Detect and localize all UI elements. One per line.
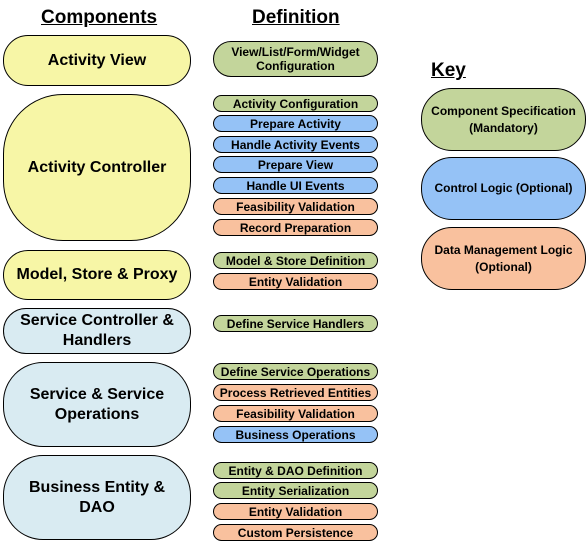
definition-record-preparation: Record Preparation xyxy=(213,219,378,236)
components-header: Components xyxy=(41,7,158,28)
component-business-entity-dao: Business Entity & DAO xyxy=(3,455,191,540)
component-activity-controller: Activity Controller xyxy=(3,94,191,241)
key-data-management-logic: Data Management Logic (Optional) xyxy=(421,227,586,290)
definition-entity-validation: Entity Validation xyxy=(213,273,378,290)
component-service-operations: Service & Service Operations xyxy=(3,362,191,447)
key-control-logic: Control Logic (Optional) xyxy=(421,157,586,220)
definition-header: Definition xyxy=(252,7,340,28)
definition-feasibility-validation: Feasibility Validation xyxy=(213,405,378,422)
definition-feasibility-validation: Feasibility Validation xyxy=(213,198,378,215)
definition-custom-persistence: Custom Persistence xyxy=(213,524,378,541)
key-header: Key xyxy=(431,60,466,81)
definition-entity-validation: Entity Validation xyxy=(213,503,378,520)
definition-activity-configuration: Activity Configuration xyxy=(213,95,378,112)
definition-process-retrieved-entities: Process Retrieved Entities xyxy=(213,384,378,401)
definition-define-service-handlers: Define Service Handlers xyxy=(213,315,378,332)
definition-handle-ui-events: Handle UI Events xyxy=(213,177,378,194)
definition-model-store-definition: Model & Store Definition xyxy=(213,252,378,269)
component-service-controller-handlers: Service Controller & Handlers xyxy=(3,308,191,354)
definition-prepare-activity: Prepare Activity xyxy=(213,115,378,132)
key-mandatory: Component Specification (Mandatory) xyxy=(421,88,586,151)
component-activity-view: Activity View xyxy=(3,35,191,86)
definition-prepare-view: Prepare View xyxy=(213,156,378,173)
definition-define-service-operations: Define Service Operations xyxy=(213,363,378,380)
definition-business-operations: Business Operations xyxy=(213,426,378,443)
definition-view-configuration: View/List/Form/Widget Configuration xyxy=(213,41,378,77)
definition-entity-dao-definition: Entity & DAO Definition xyxy=(213,462,378,479)
definition-handle-activity-events: Handle Activity Events xyxy=(213,136,378,153)
component-model-store-proxy: Model, Store & Proxy xyxy=(3,250,191,300)
definition-entity-serialization: Entity Serialization xyxy=(213,482,378,499)
